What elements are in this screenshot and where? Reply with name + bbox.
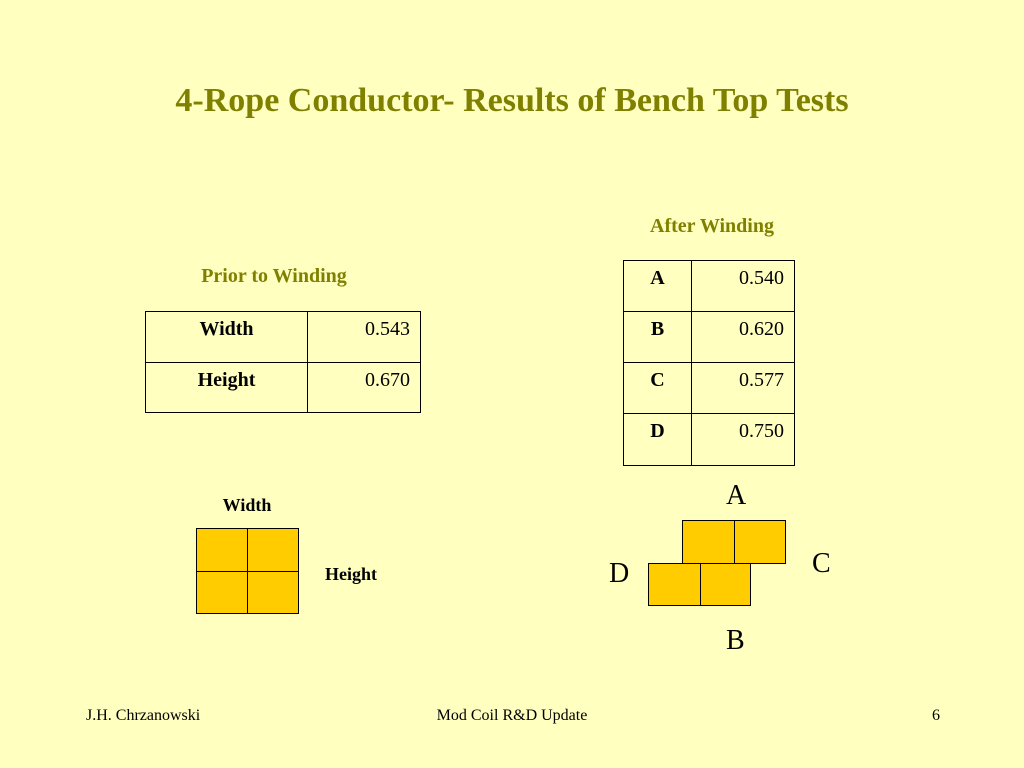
after-value-c: 0.577 (691, 362, 795, 414)
prior-label-height: Height (145, 362, 308, 413)
after-label-c: C (623, 362, 692, 414)
strand-square (247, 528, 299, 572)
after-label-d: D (623, 413, 692, 466)
after-table: A 0.540 B 0.620 C 0.577 D 0.750 (623, 260, 795, 466)
footer-author: J.H. Chrzanowski (86, 707, 201, 724)
table-row: Width 0.543 (145, 311, 421, 363)
table-row: Height 0.670 (145, 362, 421, 413)
after-value-a: 0.540 (691, 260, 795, 312)
after-label-b: B (623, 311, 692, 363)
table-row: D 0.750 (623, 413, 795, 466)
strand-square (700, 563, 751, 606)
diagram-height-label: Height (325, 564, 377, 584)
strand-square (247, 571, 299, 614)
diagram-label-d: D (609, 558, 630, 589)
strand-square (196, 528, 248, 572)
page-number: 6 (932, 707, 940, 724)
footer-center: Mod Coil R&D Update (436, 707, 588, 724)
after-caption: After Winding (650, 215, 774, 237)
diagram-width-label: Width (222, 495, 272, 515)
prior-caption: Prior to Winding (201, 265, 347, 287)
after-value-d: 0.750 (691, 413, 795, 466)
diagram-label-a: A (726, 480, 747, 511)
after-label-a: A (623, 260, 692, 312)
table-row: C 0.577 (623, 362, 795, 414)
strand-square (196, 571, 248, 614)
prior-value-width: 0.543 (307, 311, 421, 363)
strand-square (648, 563, 701, 606)
diagram-label-b: B (726, 625, 745, 656)
prior-value-height: 0.670 (307, 362, 421, 413)
strand-square (734, 520, 786, 564)
prior-label-width: Width (145, 311, 308, 363)
table-row: A 0.540 (623, 260, 795, 312)
slide-title: 4-Rope Conductor- Results of Bench Top T… (175, 82, 849, 119)
prior-table: Width 0.543 Height 0.670 (145, 311, 421, 413)
after-value-b: 0.620 (691, 311, 795, 363)
strand-square (682, 520, 735, 564)
diagram-label-c: C (812, 548, 831, 579)
table-row: B 0.620 (623, 311, 795, 363)
